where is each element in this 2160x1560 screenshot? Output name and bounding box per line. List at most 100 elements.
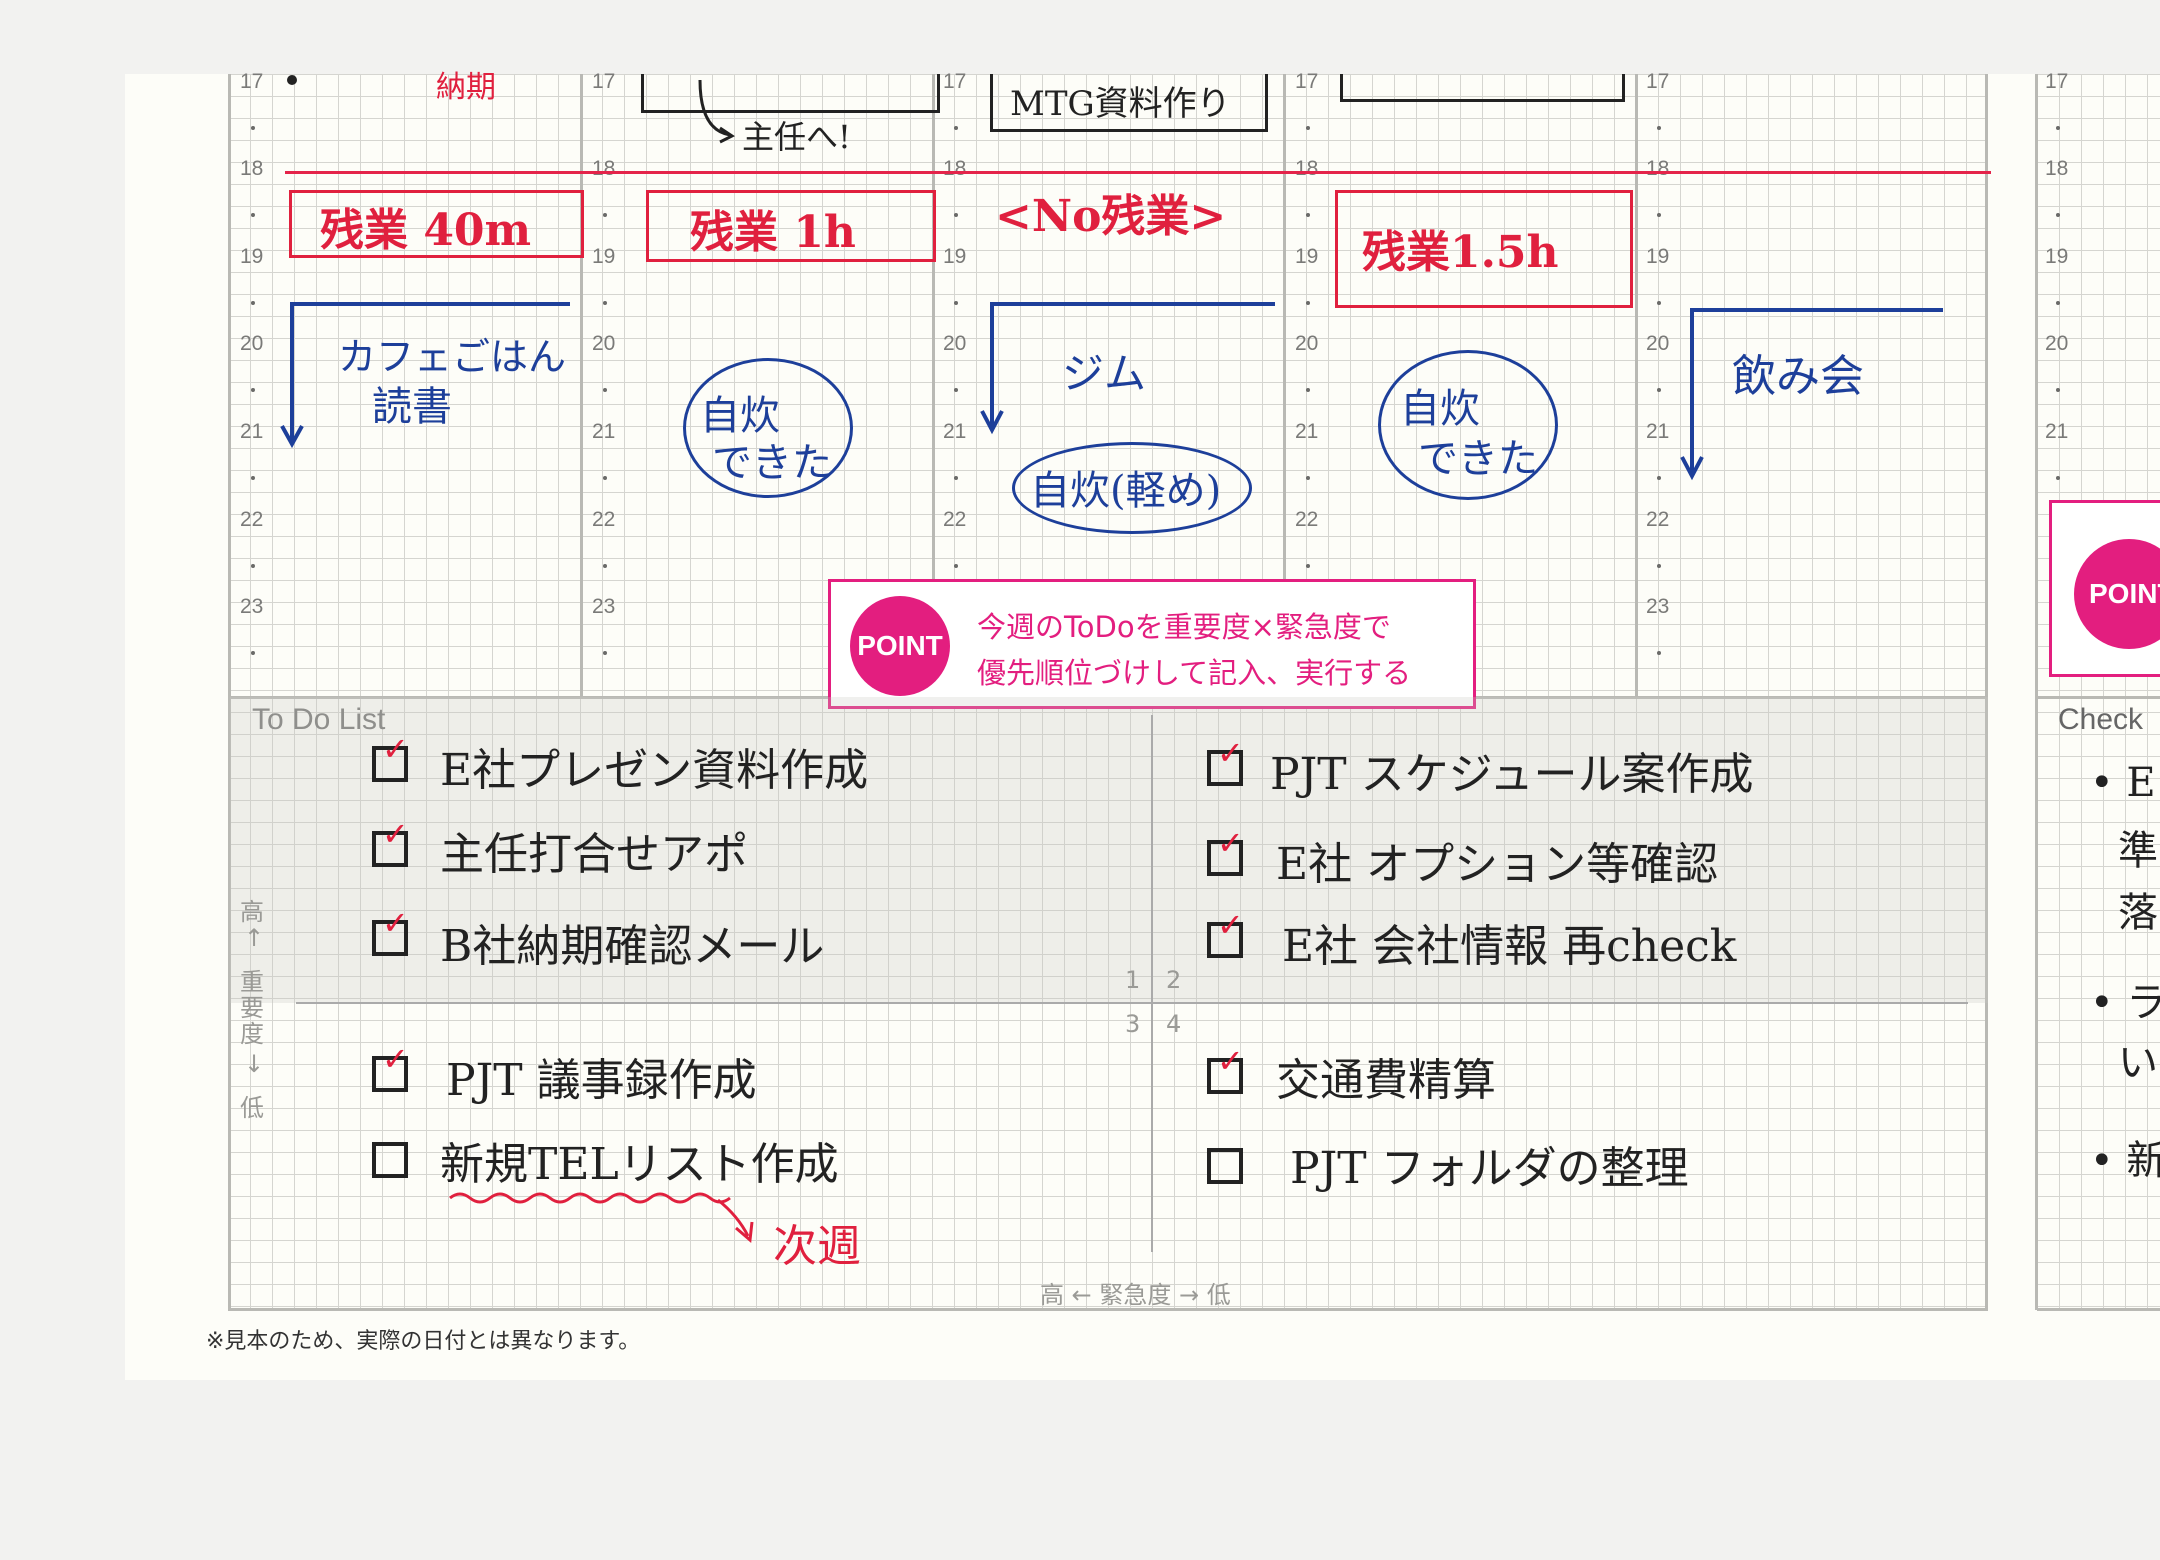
- quadrant-number: 2: [1166, 966, 1182, 994]
- overtime-box: [289, 190, 584, 258]
- hour-label: 18: [240, 157, 264, 180]
- evening-note: 自炊: [700, 393, 780, 439]
- hour-label: 19: [943, 245, 967, 268]
- checkbox[interactable]: [372, 920, 408, 956]
- check-bullet-text: 準: [2118, 828, 2158, 874]
- deadline-note: 納期: [436, 70, 496, 105]
- axis-char: 低: [240, 1094, 264, 1122]
- cooking-circle: [1012, 442, 1252, 534]
- hour-label: 20: [943, 332, 967, 355]
- footnote: ※見本のため、実際の日付とは異なります。: [206, 1329, 641, 1354]
- mtg-box: [990, 74, 1268, 132]
- todo-text: PJT スケジュール案作成: [1270, 749, 1754, 800]
- hour-label: 22: [1646, 508, 1670, 531]
- axis-char: 重: [240, 968, 264, 996]
- checkbox[interactable]: [1207, 922, 1243, 958]
- importance-axis: [296, 1002, 1968, 1004]
- evening-note: ジム: [1062, 349, 1147, 398]
- hour-label: 17: [1295, 70, 1319, 93]
- done-circle: [683, 358, 853, 498]
- check-title: Check: [2058, 703, 2144, 736]
- hour-label: 17: [2045, 70, 2069, 93]
- check-mark-icon: ✓: [1217, 906, 1244, 944]
- note-box: [1340, 74, 1625, 102]
- todo-text: E社 会社情報 再check: [1282, 921, 1737, 972]
- carry-over-arrow: [449, 1192, 754, 1243]
- arrow-icon: [698, 80, 735, 144]
- checkbox[interactable]: [372, 746, 408, 782]
- quadrant-number: 4: [1166, 1010, 1182, 1038]
- page-bottom-line: [228, 1308, 1988, 1311]
- schedule-bottom-line-right: [2037, 696, 2160, 699]
- point-badge: POINT: [850, 596, 950, 696]
- check-bullet-text: 落: [2118, 890, 2158, 936]
- checkbox[interactable]: [1207, 1148, 1243, 1184]
- axis-char: ↓: [244, 1050, 265, 1078]
- mtg-note: MTG資料作り: [1010, 84, 1231, 124]
- overtime-label: 残業 40m: [320, 205, 532, 256]
- check-bullet-line: • E: [2090, 760, 2156, 806]
- hour-label: 20: [1295, 332, 1319, 355]
- hour-label: 21: [943, 420, 967, 443]
- hour-label: 22: [943, 508, 967, 531]
- hour-label: 18: [1646, 157, 1670, 180]
- todo-text: 主任打合せアポ: [440, 829, 748, 880]
- checkbox[interactable]: [1207, 750, 1243, 786]
- point-callout: POINT 今週のToDoを重要度×緊急度で 優先順位づけして記入、実行する: [828, 579, 1476, 709]
- end-of-work-line: [285, 171, 1991, 174]
- urgency-axis: [1151, 715, 1153, 1252]
- hour-label: 19: [2045, 245, 2069, 268]
- note-box: [641, 74, 940, 113]
- hour-label: 22: [1295, 508, 1319, 531]
- time-span-arrow: [980, 302, 1275, 435]
- check-bullet-line: • ラ: [2090, 970, 2160, 1028]
- carry-over-note: 次週: [773, 1221, 861, 1272]
- evening-note: 自炊(軽め): [1030, 468, 1222, 514]
- checkbox[interactable]: [372, 1056, 408, 1092]
- hour-label: 17: [240, 70, 264, 93]
- hour-label: 20: [2045, 332, 2069, 355]
- hour-label: 21: [1646, 420, 1670, 443]
- right-page-border: [2035, 74, 2038, 1310]
- todo-title: To Do List: [252, 703, 386, 736]
- evening-note: できた: [1418, 436, 1538, 482]
- note-to-chief: 主任へ!: [742, 118, 851, 156]
- checkbox[interactable]: [372, 1142, 408, 1178]
- checkbox[interactable]: [1207, 840, 1243, 876]
- todo-text: 交通費精算: [1276, 1055, 1496, 1106]
- checkbox[interactable]: [1207, 1058, 1243, 1094]
- hour-label: 19: [592, 245, 616, 268]
- page-bottom-line-right: [2037, 1308, 2160, 1311]
- check-mark-icon: ✓: [1217, 824, 1244, 862]
- todo-text: PJT 議事録作成: [446, 1055, 757, 1106]
- hour-label: 21: [240, 420, 264, 443]
- hour-label: 20: [240, 332, 264, 355]
- evening-note: 飲み会: [1732, 351, 1864, 402]
- evening-note: 自炊: [1400, 386, 1480, 432]
- todo-text: E社 オプション等確認: [1276, 839, 1719, 890]
- check-mark-icon: ✓: [382, 815, 409, 853]
- check-bullet-text: E: [2126, 760, 2156, 806]
- time-span-arrow: [280, 302, 570, 449]
- hour-label: 21: [1295, 420, 1319, 443]
- hour-label: 17: [592, 70, 616, 93]
- quadrant-number: 3: [1125, 1010, 1141, 1038]
- hour-label: 22: [592, 508, 616, 531]
- point-text-line: 今週のToDoを重要度×緊急度で: [977, 610, 1391, 644]
- check-mark-icon: ✓: [1217, 734, 1244, 772]
- bullet-mark: [287, 75, 297, 85]
- axis-char: 高: [240, 898, 264, 926]
- axis-char: 要: [240, 994, 264, 1022]
- column-divider: [1635, 74, 1638, 696]
- hour-label: 22: [240, 508, 264, 531]
- check-mark-icon: ✓: [382, 904, 409, 942]
- hour-label: 23: [592, 595, 616, 618]
- check-bullet-line: • 新: [2090, 1128, 2160, 1186]
- overtime-box: [1335, 190, 1633, 308]
- todo-text: E社プレゼン資料作成: [440, 745, 869, 796]
- check-bullet-text: い: [2118, 1040, 2158, 1086]
- checkbox[interactable]: [372, 831, 408, 867]
- evening-note: 読書: [372, 384, 452, 430]
- hour-label: 20: [1646, 332, 1670, 355]
- overtime-label: 残業 1h: [690, 207, 856, 258]
